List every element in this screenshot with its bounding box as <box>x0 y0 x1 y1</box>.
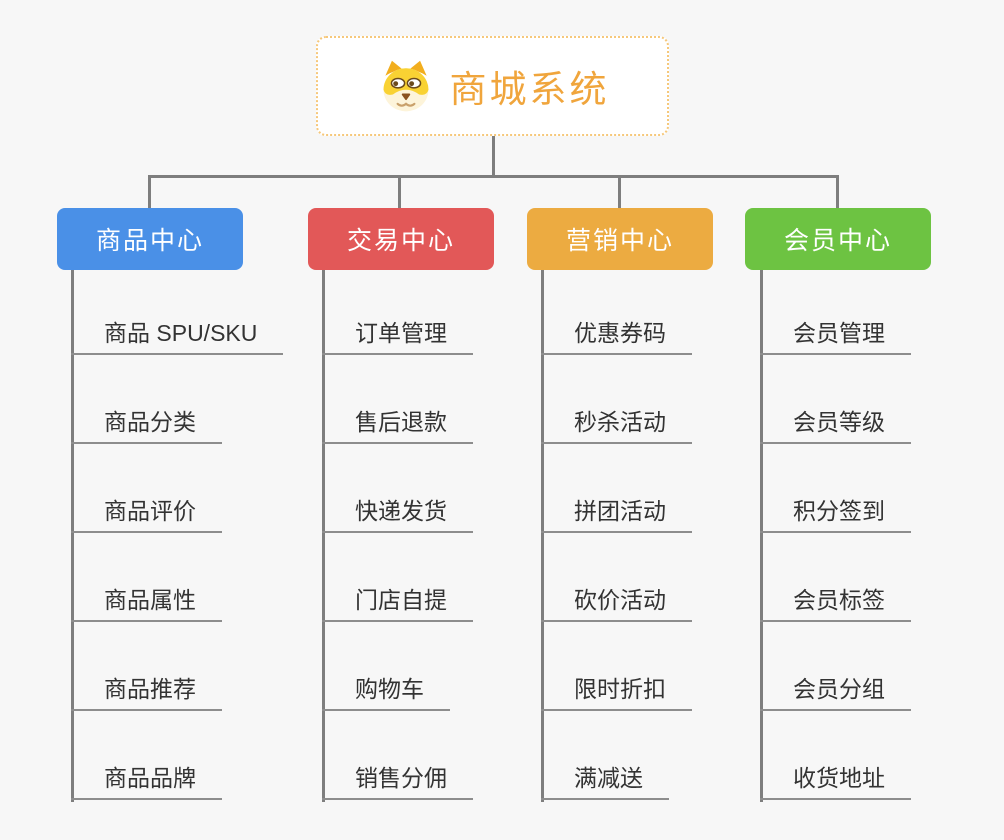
leaf-node[interactable]: 快递发货 <box>322 500 473 533</box>
leaf-node[interactable]: 商品 SPU/SKU <box>71 322 284 355</box>
connector-line <box>492 136 495 177</box>
leaf-node[interactable]: 砍价活动 <box>541 589 692 622</box>
leaf-node[interactable]: 售后退款 <box>322 411 473 444</box>
leaf-node[interactable]: 会员管理 <box>760 322 911 355</box>
leaf-node[interactable]: 拼团活动 <box>541 500 692 533</box>
dog-face-icon <box>383 60 428 112</box>
connector-line <box>836 175 839 208</box>
leaf-node[interactable]: 购物车 <box>322 678 450 711</box>
branch-node-marketing[interactable]: 营销中心 <box>527 208 713 270</box>
connector-line <box>71 270 74 802</box>
connector-line <box>760 270 763 802</box>
leaf-node[interactable]: 满减送 <box>541 767 669 800</box>
leaf-node[interactable]: 商品分类 <box>71 411 222 444</box>
connector-line <box>618 175 621 208</box>
leaf-node[interactable]: 会员等级 <box>760 411 911 444</box>
leaf-node[interactable]: 门店自提 <box>322 589 473 622</box>
connector-line <box>541 270 544 802</box>
root-node[interactable]: 商城系统 <box>316 36 669 136</box>
leaf-node[interactable]: 商品品牌 <box>71 767 222 800</box>
connector-line <box>148 175 151 208</box>
root-title: 商城系统 <box>449 69 610 110</box>
leaf-node[interactable]: 积分签到 <box>760 500 911 533</box>
leaf-node[interactable]: 收货地址 <box>760 767 911 800</box>
leaf-node[interactable]: 会员分组 <box>760 678 911 711</box>
leaf-node[interactable]: 销售分佣 <box>322 767 473 800</box>
branch-node-members[interactable]: 会员中心 <box>745 208 931 270</box>
branch-node-products[interactable]: 商品中心 <box>57 208 243 270</box>
leaf-node[interactable]: 优惠券码 <box>541 322 692 355</box>
leaf-node[interactable]: 限时折扣 <box>541 678 692 711</box>
connector-line <box>148 175 839 178</box>
leaf-node[interactable]: 会员标签 <box>760 589 911 622</box>
branch-node-trade[interactable]: 交易中心 <box>308 208 494 270</box>
connector-line <box>322 270 325 802</box>
connector-line <box>398 175 401 208</box>
leaf-node[interactable]: 商品推荐 <box>71 678 222 711</box>
leaf-node[interactable]: 商品属性 <box>71 589 222 622</box>
leaf-node[interactable]: 秒杀活动 <box>541 411 692 444</box>
leaf-node[interactable]: 商品评价 <box>71 500 222 533</box>
leaf-node[interactable]: 订单管理 <box>322 322 473 355</box>
